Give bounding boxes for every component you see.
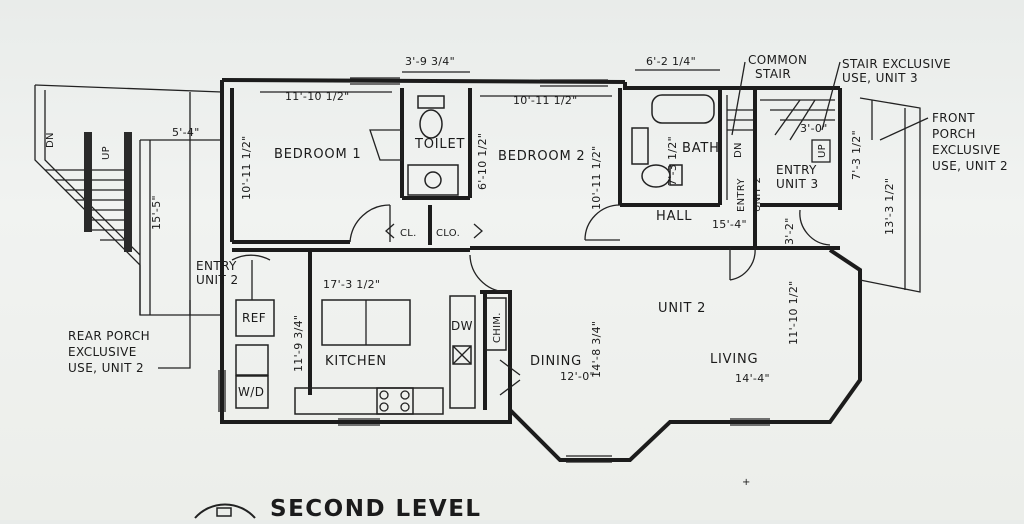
front-porch	[859, 97, 921, 293]
rear-porch-note-1: REAR PORCH	[68, 329, 150, 343]
bath-depth-dim: 7'-3 1/2"	[666, 136, 679, 186]
title-circle-icon	[194, 503, 256, 519]
toilet-label: TOILET	[414, 137, 465, 152]
kitchen-width-dim: 17'-3 1/2"	[323, 278, 380, 291]
hall-label: HALL	[656, 209, 692, 224]
toilet-width-dim: 3'-9 3/4"	[405, 55, 455, 68]
bedroom2-label: BEDROOM 2	[498, 149, 585, 164]
windows	[218, 77, 770, 463]
rear-porch-note-2: EXCLUSIVE	[68, 345, 137, 359]
dining-width-dim: 12'-0"	[560, 370, 595, 383]
wd-label: W/D	[238, 385, 264, 399]
bedroom2-depth-dim: 10'-11 1/2"	[590, 145, 603, 210]
rear-porch-depth-dim: 15'-5"	[150, 195, 163, 230]
bath-width-dim: 6'-2 1/4"	[646, 55, 696, 68]
kitchen-depth-dim: 11'-9 3/4"	[292, 315, 305, 372]
stair-dn-label: DN	[45, 132, 56, 148]
kitchen-label: KITCHEN	[325, 354, 387, 369]
entry3-depth-dim: 7'-3 1/2"	[850, 130, 863, 180]
rear-porch	[34, 84, 223, 316]
unit2-label: UNIT 2	[658, 301, 706, 316]
bedroom2-width-dim: 10'-11 1/2"	[513, 94, 578, 107]
common-stair-up-label: UP	[817, 144, 828, 158]
entry3-dim: 3'-0"	[800, 122, 828, 135]
front-porch-note-2: PORCH	[932, 127, 976, 141]
common-stair-label-1: COMMON	[748, 53, 807, 67]
entry-unit2-vertical-1: ENTRY	[736, 178, 747, 212]
cl-label: CL.	[400, 228, 417, 239]
fixture-labels: REF W/D DW CHIM. CL. CLO.	[238, 223, 503, 399]
common-stair-label-2: STAIR	[755, 67, 791, 81]
rear-stair: DN UP	[45, 132, 132, 252]
dimension-labels: 3'-9 3/4" 6'-2 1/4" 11'-10 1/2" 10'-11 1…	[240, 55, 896, 385]
front-porch-note-1: FRONT	[932, 111, 975, 125]
bedroom1-label: BEDROOM 1	[274, 147, 361, 162]
chim-label: CHIM.	[492, 312, 503, 343]
bedroom1-depth-dim: 10'-11 1/2"	[240, 135, 253, 200]
stair-up-label: UP	[101, 146, 112, 160]
entry-unit3-label-1: ENTRY	[776, 163, 817, 177]
toilet-fixtures	[369, 95, 459, 196]
entry-unit2-vertical-2: UNIT 2	[752, 177, 763, 212]
bedroom1-width-dim: 11'-10 1/2"	[285, 90, 350, 103]
rear-porch-width-dim: 5'-4"	[172, 126, 200, 139]
plan-title: SECOND LEVEL	[270, 496, 482, 520]
entry-unit2-label-2: UNIT 2	[196, 273, 238, 287]
refrigerator	[235, 299, 275, 337]
cursor-mark: +	[742, 477, 751, 488]
stair-exclusive-note-1: STAIR EXCLUSIVE	[842, 57, 951, 71]
kitchen-fixtures	[235, 295, 507, 415]
living-width-dim: 14'-4"	[735, 372, 770, 385]
stair-exclusive-note-2: USE, UNIT 3	[842, 71, 918, 85]
living-label: LIVING	[710, 352, 758, 367]
common-stair: DN UP	[726, 95, 835, 200]
toilet-depth-dim: 6'-10 1/2"	[476, 133, 489, 190]
hall-width-dim: 15'-4"	[712, 218, 747, 231]
clo-label: CLO.	[436, 228, 460, 239]
bath-label: BATH	[682, 141, 720, 156]
rear-porch-note-3: USE, UNIT 2	[68, 361, 144, 375]
entry2-depth-dim: 3'-2"	[783, 217, 796, 245]
door-swings	[231, 204, 831, 396]
front-porch-note-4: USE, UNIT 2	[932, 159, 1008, 173]
front-porch-depth-dim: 13'-3 1/2"	[883, 178, 896, 235]
front-porch-note-3: EXCLUSIVE	[932, 143, 1001, 157]
entry-unit2-label-1: ENTRY	[196, 259, 237, 273]
exterior-walls	[220, 78, 862, 462]
bath-fixtures	[631, 94, 715, 188]
living-depth-dim: 11'-10 1/2"	[787, 280, 800, 345]
common-stair-dn-label: DN	[733, 142, 744, 158]
dw-label: DW	[451, 319, 473, 333]
entry-unit3-label-2: UNIT 3	[776, 177, 818, 191]
unit2-depth-dim: 14'-8 3/4"	[590, 321, 603, 378]
plan-title-group: SECOND LEVEL	[194, 496, 482, 522]
dining-label: DINING	[530, 354, 582, 369]
ref-label: REF	[242, 311, 266, 325]
annotation-notes: REAR PORCH EXCLUSIVE USE, UNIT 2 STAIR E…	[68, 57, 1008, 375]
room-labels: BEDROOM 1 TOILET BEDROOM 2 BATH HALL KIT…	[196, 53, 818, 369]
